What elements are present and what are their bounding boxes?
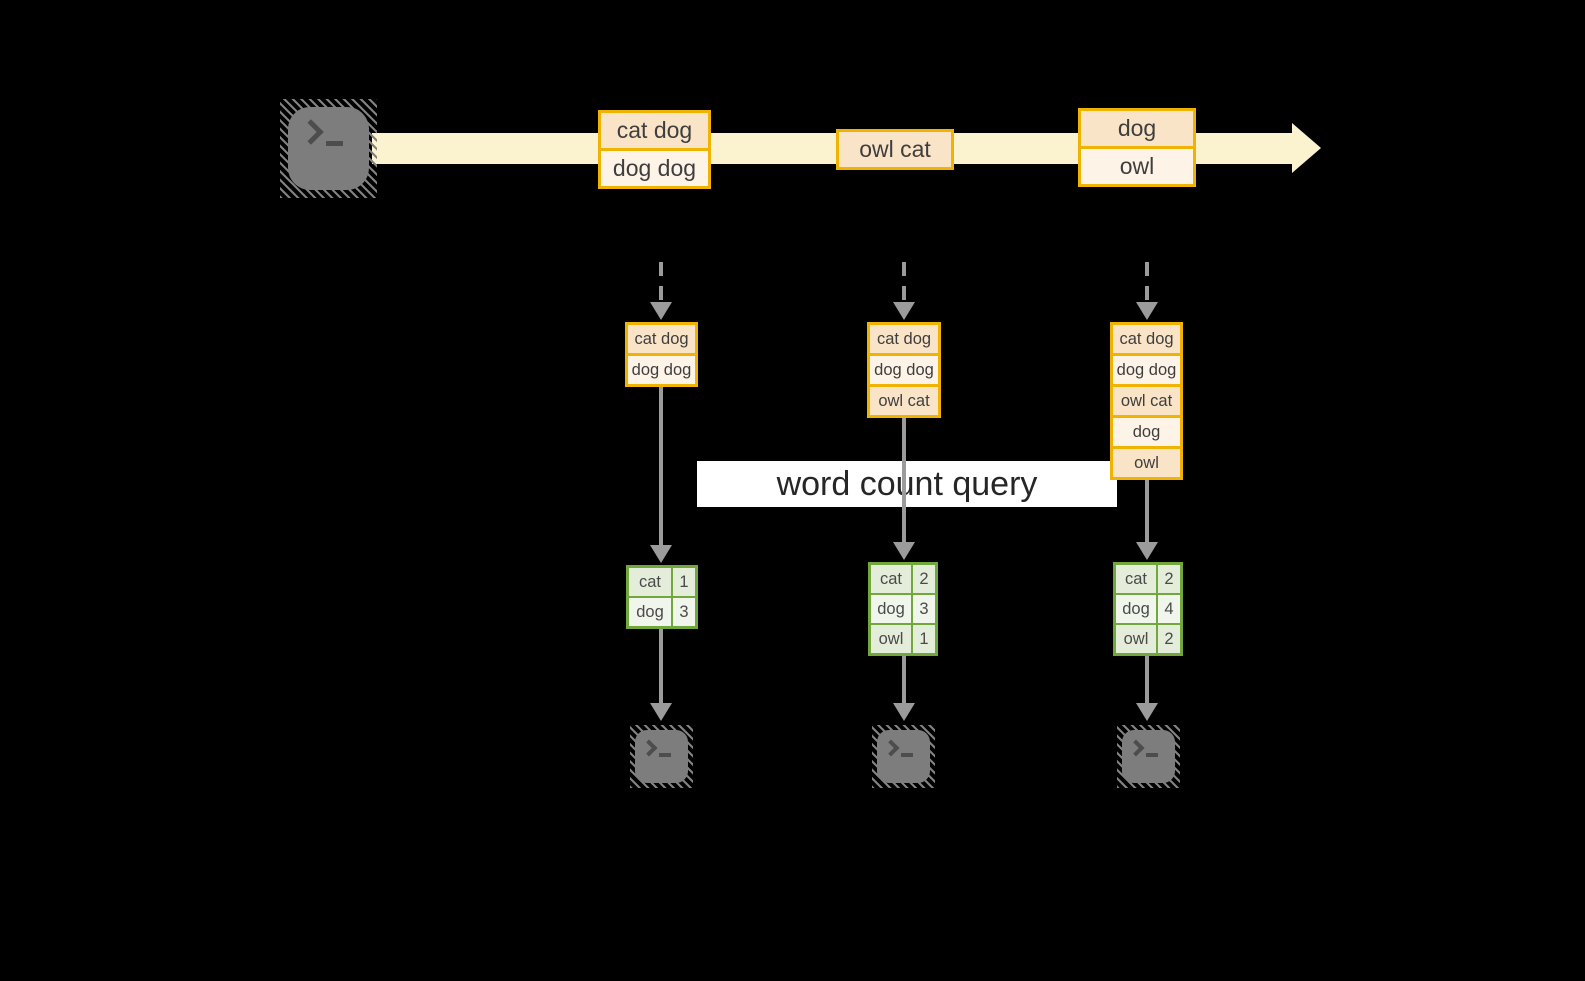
down-arrowhead-icon <box>893 542 915 560</box>
down-arrowhead-icon <box>893 302 915 320</box>
sink-terminal-icon <box>630 725 693 788</box>
arrow-shaft <box>1145 656 1149 703</box>
record-cell: cat dog <box>1113 325 1180 353</box>
count-cell: 2 <box>1164 629 1174 648</box>
word-cell: dog <box>629 598 673 626</box>
word-cell: owl <box>871 625 913 653</box>
down-arrowhead-icon <box>650 545 672 563</box>
sink-terminal-icon <box>872 725 935 788</box>
arrow-shaft <box>659 629 663 703</box>
buffered-records-stack: cat dog dog dog owl cat <box>867 322 941 418</box>
record-cell: dog <box>1081 111 1193 146</box>
count-cell: 1 <box>679 572 689 591</box>
record-cell: cat dog <box>870 325 938 353</box>
count-cell: 1 <box>919 629 929 648</box>
stream-arrowhead-icon <box>1292 123 1321 173</box>
record-cell: owl cat <box>1113 384 1180 415</box>
record-cell: dog dog <box>870 353 938 384</box>
sink-terminal-icon <box>1117 725 1180 788</box>
word-count-table: cat 1 dog 3 <box>626 565 698 629</box>
down-arrowhead-icon <box>1136 703 1158 721</box>
down-arrowhead-icon <box>650 302 672 320</box>
dashed-arrow-shaft <box>659 262 663 302</box>
count-cell: 4 <box>1164 599 1174 618</box>
count-cell: 2 <box>919 569 929 588</box>
terminal-cursor-icon <box>1146 753 1158 757</box>
stream-record-box: owl cat <box>836 129 954 170</box>
word-cell: owl <box>1116 625 1158 653</box>
record-cell: cat dog <box>628 325 695 353</box>
word-cell: dog <box>1116 595 1158 623</box>
stream-record-box: dog owl <box>1078 108 1196 187</box>
terminal-cursor-icon <box>901 753 913 757</box>
count-cell: 2 <box>1164 569 1174 588</box>
count-cell: 3 <box>679 602 689 621</box>
dashed-arrow-shaft <box>902 262 906 302</box>
down-arrowhead-icon <box>1136 302 1158 320</box>
record-cell: owl <box>1113 446 1180 477</box>
table-row: owl 1 <box>871 623 935 653</box>
arrow-shaft <box>1145 480 1149 542</box>
word-cell: cat <box>871 565 913 593</box>
terminal-cursor-icon <box>326 141 343 146</box>
record-cell: owl cat <box>870 384 938 415</box>
table-row: dog 3 <box>871 593 935 623</box>
table-row: cat 2 <box>871 565 935 593</box>
query-banner: word count query <box>697 461 1117 507</box>
word-cell: dog <box>871 595 913 623</box>
record-cell: dog dog <box>601 148 708 186</box>
down-arrowhead-icon <box>650 703 672 721</box>
word-count-table: cat 2 dog 4 owl 2 <box>1113 562 1183 656</box>
record-cell: dog dog <box>1113 353 1180 384</box>
record-cell: cat dog <box>601 113 708 148</box>
arrow-shaft <box>659 387 663 545</box>
count-cell: 3 <box>919 599 929 618</box>
table-row: dog 4 <box>1116 593 1180 623</box>
word-cell: cat <box>1116 565 1158 593</box>
record-cell: owl cat <box>839 132 951 167</box>
table-row: dog 3 <box>629 596 695 626</box>
record-cell: owl <box>1081 146 1193 184</box>
table-row: cat 2 <box>1116 565 1180 593</box>
dashed-arrow-shaft <box>1145 262 1149 302</box>
table-row: owl 2 <box>1116 623 1180 653</box>
arrow-shaft <box>902 656 906 703</box>
table-row: cat 1 <box>629 568 695 596</box>
query-banner-label: word count query <box>776 464 1038 503</box>
buffered-records-stack: cat dog dog dog owl cat dog owl <box>1110 322 1183 480</box>
word-count-table: cat 2 dog 3 owl 1 <box>868 562 938 656</box>
down-arrowhead-icon <box>893 703 915 721</box>
arrow-shaft <box>902 418 906 542</box>
stream-record-box: cat dog dog dog <box>598 110 711 189</box>
source-terminal-icon <box>280 99 377 198</box>
record-cell: dog <box>1113 415 1180 446</box>
word-cell: cat <box>629 568 673 596</box>
terminal-screen <box>288 107 369 190</box>
down-arrowhead-icon <box>1136 542 1158 560</box>
terminal-cursor-icon <box>659 753 671 757</box>
buffered-records-stack: cat dog dog dog <box>625 322 698 387</box>
record-cell: dog dog <box>628 353 695 384</box>
